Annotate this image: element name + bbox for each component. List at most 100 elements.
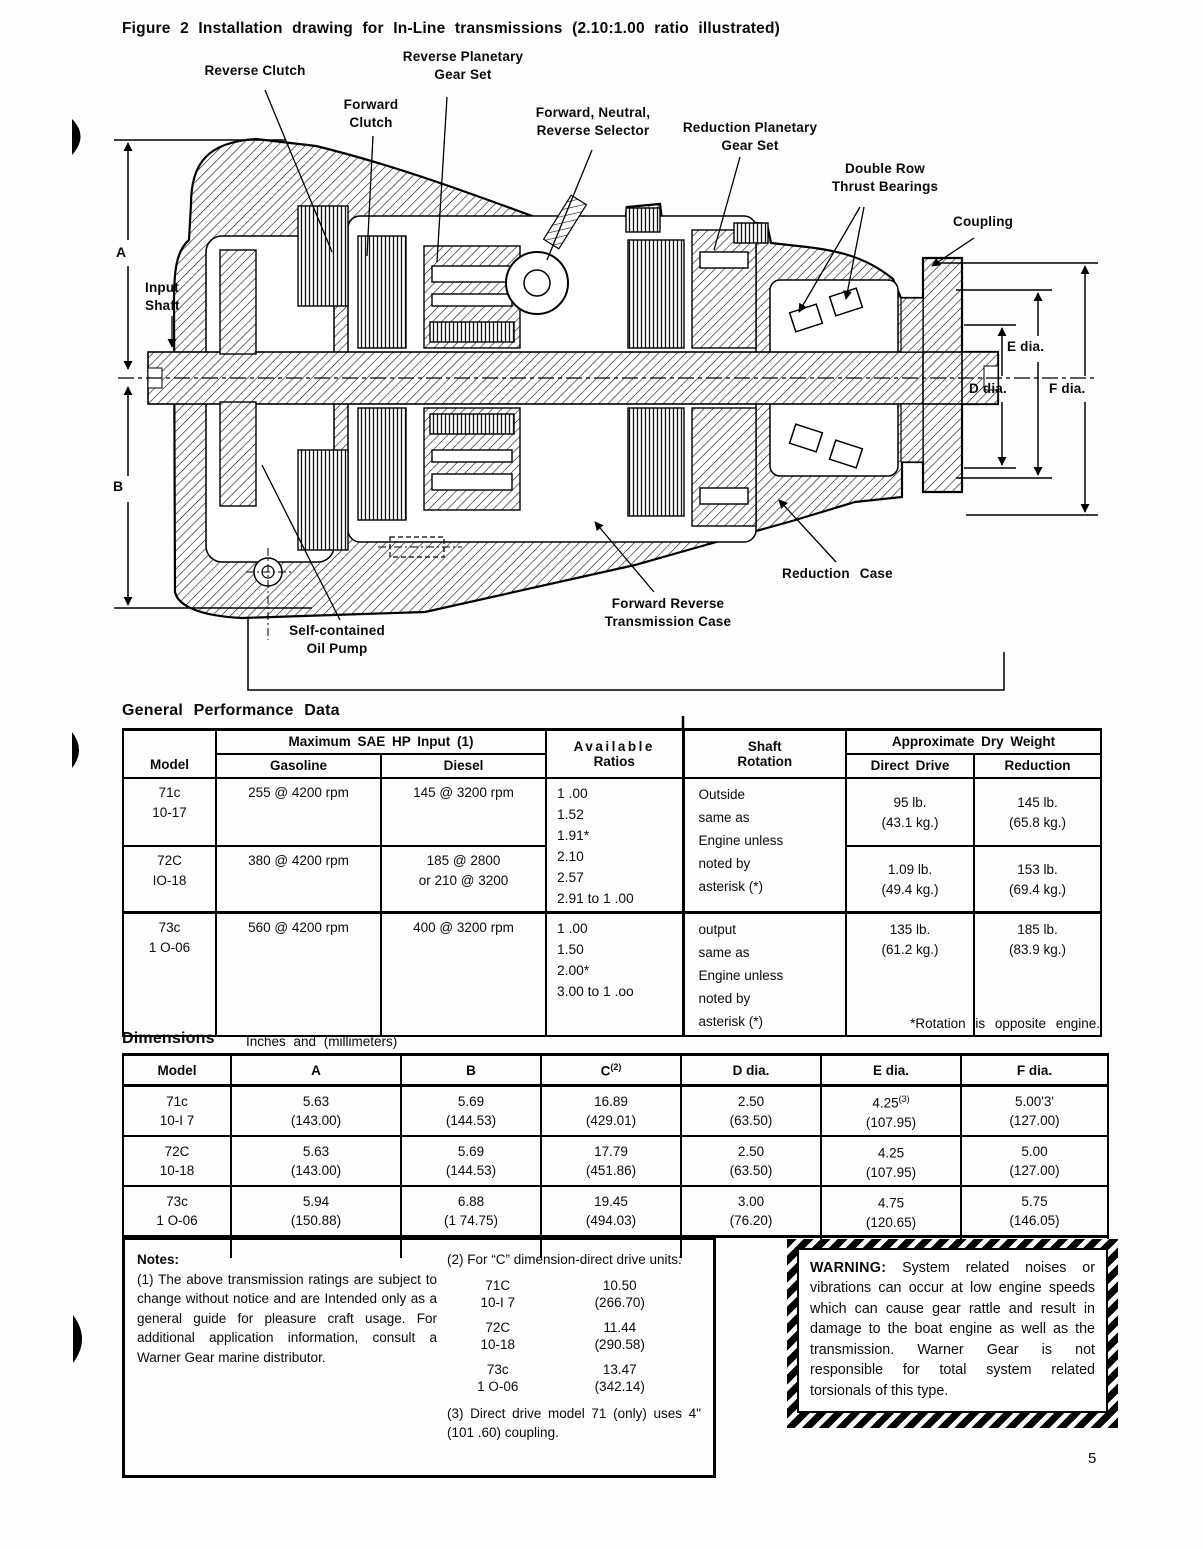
label-fr-transmission-case: Forward Reverse Transmission Case bbox=[604, 596, 732, 629]
rotation-footnote: *Rotation is opposite engine. bbox=[910, 1016, 1100, 1031]
col-header-e-dia: E dia. bbox=[820, 1053, 962, 1087]
coupling-detail bbox=[900, 258, 963, 492]
label-forward-clutch: Forward Clutch bbox=[343, 97, 399, 130]
table-row: 73c 1 O-06 5.94 (150.88) 6.88 (1 74.75) … bbox=[122, 1185, 1109, 1238]
ratios-cell: 1 .00 1.50 2.00* 3.00 to 1 .oo bbox=[545, 910, 685, 1037]
selector-detail bbox=[505, 194, 588, 315]
dim-a-label: A bbox=[116, 244, 127, 260]
f-cell: 5.00 (127.00) bbox=[960, 1135, 1109, 1187]
col-header-diesel: Diesel bbox=[380, 752, 547, 779]
b-cell: 5.69 (144.53) bbox=[400, 1135, 542, 1187]
warning-text: WARNING: System related noises or vibrat… bbox=[797, 1248, 1108, 1414]
warning-body: System related noises or vibrations can … bbox=[810, 1260, 1095, 1399]
col-header-c: C(2) bbox=[540, 1053, 682, 1087]
ratios-cell: 1 .00 1.52 1.91* 2.10 2.57 2.91 to 1 .00 bbox=[545, 776, 685, 913]
case-silhouette bbox=[172, 137, 1000, 620]
notes-box: Notes: (1) The above transmission rating… bbox=[122, 1237, 716, 1478]
label-reverse-clutch: Reverse Clutch bbox=[204, 63, 306, 78]
col-header-reduction: Reduction bbox=[973, 752, 1102, 779]
dimensions-table: Model A B C(2) D dia. E dia. F dia. 71c … bbox=[122, 1053, 1109, 1258]
f-cell: 5.75 (146.05) bbox=[960, 1185, 1109, 1238]
notes-title: Notes: bbox=[137, 1252, 180, 1267]
table-row: 72C 10-18 5.63 (143.00) 5.69 (144.53) 17… bbox=[122, 1135, 1109, 1187]
direct-drive-cell: 1.09 lb. (49.4 kg.) bbox=[845, 844, 975, 914]
rotation-cell: output same as Engine unless noted by as… bbox=[682, 910, 847, 1037]
dimensions-subheading: Inches and (millimeters) bbox=[246, 1034, 398, 1049]
notes-column-1: Notes: (1) The above transmission rating… bbox=[137, 1250, 437, 1465]
ratios-header-line1: Available bbox=[573, 738, 655, 754]
label-input-shaft: Input Shaft bbox=[145, 280, 180, 313]
label-oil-pump: Self-contained Oil Pump bbox=[289, 623, 385, 656]
performance-heading: General Performance Data bbox=[122, 702, 340, 719]
note-2-heading: (2) For “C” dimension-direct drive units… bbox=[447, 1252, 682, 1267]
reduction-cell: 145 lb. (65.8 kg.) bbox=[973, 776, 1102, 847]
model-cell: 73c 1 O-06 bbox=[122, 1185, 232, 1238]
reduction-cell: 185 lb. (83.9 kg.) bbox=[973, 910, 1102, 1037]
diesel-cell: 185 @ 2800 or 210 @ 3200 bbox=[380, 844, 547, 914]
label-coupling: Coupling bbox=[953, 214, 1014, 229]
label-reverse-planetary: Reverse Planetary Gear Set bbox=[402, 49, 524, 82]
direct-drive-cell: 95 lb. (43.1 kg.) bbox=[845, 776, 975, 847]
reduction-cell: 153 lb. (69.4 kg.) bbox=[973, 844, 1102, 914]
warning-title: WARNING: bbox=[810, 1260, 887, 1276]
d-cell: 3.00 (76.20) bbox=[680, 1185, 822, 1238]
table-row: 72C IO-18 380 @ 4200 rpm 185 @ 2800 or 2… bbox=[122, 844, 1102, 914]
shaft bbox=[147, 351, 999, 405]
performance-table: Model Maximum SAE HP Input (1) Available… bbox=[122, 728, 1102, 1037]
table-row: 71c 10-I 7 5.63 (143.00) 5.69 (144.53) 1… bbox=[122, 1084, 1109, 1137]
note-2-model: 71C 10-I 7 bbox=[480, 1277, 516, 1311]
label-reduction-case: Reduction Case bbox=[782, 566, 893, 581]
warning-box: WARNING: System related noises or vibrat… bbox=[787, 1239, 1118, 1429]
note-2-value: 11.44 (290.58) bbox=[594, 1319, 645, 1353]
dimensions-heading: Dimensions bbox=[122, 1030, 215, 1047]
col-header-rotation: Shaft Rotation bbox=[682, 728, 847, 779]
note-2-model: 73c 1 O-06 bbox=[477, 1361, 519, 1395]
label-double-row-bearings: Double Row Thrust Bearings bbox=[831, 161, 939, 194]
label-fnr-selector: Forward, Neutral, Reverse Selector bbox=[535, 105, 651, 138]
binder-ink-marks bbox=[72, 119, 82, 1363]
figure-title: Figure 2 Installation drawing for In-Lin… bbox=[122, 20, 781, 37]
table-row: 73c 1 O-06 560 @ 4200 rpm 400 @ 3200 rpm… bbox=[122, 910, 1102, 1037]
model-cell: 72C 10-18 bbox=[122, 1135, 232, 1187]
notes-column-2: (2) For “C” dimension-direct drive units… bbox=[447, 1250, 701, 1465]
ratios-header-line2: Ratios bbox=[593, 753, 635, 769]
direct-drive-cell: 135 lb. (61.2 kg.) bbox=[845, 910, 975, 1037]
model-cell: 71c 10-I 7 bbox=[122, 1084, 232, 1137]
c-cell: 19.45 (494.03) bbox=[540, 1185, 682, 1238]
dim-f-label: F dia. bbox=[1049, 381, 1086, 396]
diesel-cell: 400 @ 3200 rpm bbox=[380, 910, 547, 1037]
model-cell: 73c 1 O-06 bbox=[122, 910, 217, 1037]
note-2-row: 73c 1 O-06 13.47 (342.14) bbox=[447, 1361, 701, 1396]
table-row: 71c 10-17 255 @ 4200 rpm 145 @ 3200 rpm … bbox=[122, 776, 1102, 913]
col-header-f-dia: F dia. bbox=[960, 1053, 1109, 1087]
a-cell: 5.63 (143.00) bbox=[230, 1135, 402, 1187]
c-cell: 17.79 (451.86) bbox=[540, 1135, 682, 1187]
gasoline-cell: 255 @ 4200 rpm bbox=[215, 776, 382, 847]
dim-d-label: D dia. bbox=[969, 381, 1007, 396]
col-header-dry-weight: Approximate Dry Weight bbox=[845, 728, 1102, 755]
dim-b-label: B bbox=[113, 478, 124, 494]
c-cell: 16.89 (429.01) bbox=[540, 1084, 682, 1137]
f-cell: 5.00'3' (127.00) bbox=[960, 1084, 1109, 1137]
thrust-bearings bbox=[788, 287, 864, 469]
gasoline-cell: 380 @ 4200 rpm bbox=[215, 844, 382, 914]
a-cell: 5.94 (150.88) bbox=[230, 1185, 402, 1238]
col-header-b: B bbox=[400, 1053, 542, 1087]
rotation-cell: Outside same as Engine unless noted by a… bbox=[682, 776, 847, 913]
col-header-gasoline: Gasoline bbox=[215, 752, 382, 779]
note-3-text: (3) Direct drive model 71 (only) uses 4"… bbox=[447, 1405, 701, 1441]
col-header-max-hp: Maximum SAE HP Input (1) bbox=[215, 728, 547, 755]
model-cell: 71c 10-17 bbox=[122, 776, 217, 847]
col-header-a: A bbox=[230, 1053, 402, 1087]
e-cell: 4.25(107.95) bbox=[820, 1135, 962, 1187]
dim-e-label: E dia. bbox=[1007, 339, 1045, 354]
gasoline-cell: 560 @ 4200 rpm bbox=[215, 910, 382, 1037]
d-cell: 2.50 (63.50) bbox=[680, 1135, 822, 1187]
label-reduction-planetary: Reduction Planetary Gear Set bbox=[682, 120, 818, 153]
dimension-lines bbox=[114, 139, 1098, 609]
col-header-d-dia: D dia. bbox=[680, 1053, 822, 1087]
b-cell: 5.69 (144.53) bbox=[400, 1084, 542, 1137]
e-cell: 4.25(3)(107.95) bbox=[820, 1084, 962, 1137]
